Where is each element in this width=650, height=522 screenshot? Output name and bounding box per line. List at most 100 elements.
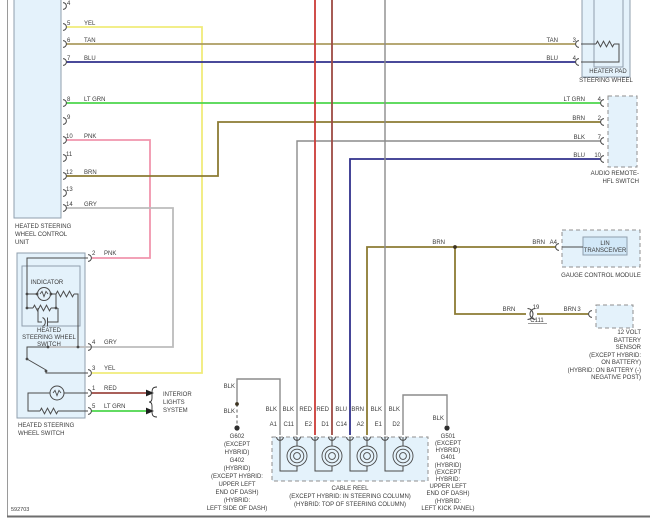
circuit-dot-1 xyxy=(25,292,29,296)
label-bs-name-4: (EXCEPT HYBRID: xyxy=(589,353,641,359)
label-sw-pin-1: 1 xyxy=(92,386,96,392)
label-au-pin-7: 7 xyxy=(598,135,602,141)
slip-ring-coil-2-ring-1 xyxy=(328,452,336,460)
slip-ring-coil-3-ring-2 xyxy=(359,448,375,464)
circuit-dot-6 xyxy=(46,345,50,349)
circuit-dot-8 xyxy=(25,357,29,361)
label-cr-pin-d2: D2 xyxy=(392,422,400,428)
battery-sensor-box xyxy=(595,304,634,329)
label-g501-4: G401 xyxy=(441,455,456,461)
circuit-dot-2 xyxy=(35,292,39,296)
wire-brn-audio xyxy=(66,121,601,177)
circuit-dot-5 xyxy=(54,306,58,310)
label-cr-pin-c14: C14 xyxy=(336,422,348,428)
label-g602-1: G602 xyxy=(230,434,245,440)
au-pin-arc-4 xyxy=(600,99,605,107)
label-sw-name-1: HEATED STEERING xyxy=(18,423,75,429)
circuit-dot-4 xyxy=(25,306,29,310)
label-interior-3: SYSTEM xyxy=(163,408,188,414)
label-sw-name-2: WHEEL SWITCH xyxy=(18,431,64,437)
label-sw-pin-2: 2 xyxy=(92,251,96,257)
wire-yel-pin5 xyxy=(66,26,203,374)
gm-pin-arc-a4 xyxy=(555,243,560,251)
cu-pin-arc-6 xyxy=(62,40,67,48)
label-cr-pin-d1: D1 xyxy=(321,422,329,428)
switch-feed xyxy=(26,346,48,359)
label-cu-col-tan: TAN xyxy=(84,38,96,44)
slip-ring-coil-3-ring-1 xyxy=(363,452,371,460)
slip-ring-coil-1-ring-2 xyxy=(289,448,305,464)
label-g501-5: (HYBRID) xyxy=(435,463,462,469)
label-gm-name: GAUGE CONTROL MODULE xyxy=(561,273,641,279)
label-cr-col-d2: BLK xyxy=(389,407,400,413)
label-interior-1: INTERIOR xyxy=(163,392,192,398)
cu-pin-arc-5 xyxy=(62,23,67,31)
label-g602-6: (EXCEPT HYBRID: xyxy=(211,474,263,480)
label-interior-2: LIGHTS xyxy=(163,400,185,406)
heater-loop xyxy=(581,43,620,63)
sw-pin-arc-3 xyxy=(87,369,92,377)
label-cr-col-e2: RED xyxy=(299,407,312,413)
interior-lights-brace xyxy=(148,386,158,418)
label-sw-col-ltgrn: LT GRN xyxy=(104,404,125,410)
wire-pnk xyxy=(66,139,151,259)
label-au-col-ltgrn: LT GRN xyxy=(564,97,585,103)
sw-pin-arc-1 xyxy=(87,389,92,397)
label-sw-inner-2: STEERING WHEEL xyxy=(22,335,76,341)
label-g501-7: HYBRID: xyxy=(436,477,461,483)
cr-pin-arc-c11 xyxy=(293,436,301,441)
label-sw-indicator: INDICATOR xyxy=(31,280,64,286)
label-g602-3: HYBRID) xyxy=(225,450,250,456)
label-au-col-brn: BRN xyxy=(572,116,585,122)
au-pin-arc-2 xyxy=(600,118,605,126)
label-bs-conn-c111: C111 xyxy=(530,318,544,324)
cu-pin-arc-14 xyxy=(62,204,67,212)
label-sw-col-red: RED xyxy=(104,386,117,392)
reel-c14-stub xyxy=(349,437,368,472)
cu-pin-arc-8 xyxy=(62,99,67,107)
label-cr-col-a2: BRN xyxy=(351,407,364,413)
label-g501-10: (HYBRID: xyxy=(435,499,462,505)
au-pin-arc-10 xyxy=(600,155,605,163)
label-cr-name-3: (HYBRID: TOP OF STEERING COLUMN) xyxy=(294,502,406,508)
heater-pad-box xyxy=(593,0,624,68)
label-cu-name-3: UNIT xyxy=(15,240,29,246)
label-cr-pin-a1: A1 xyxy=(270,422,278,428)
cr-pin-arc-d1 xyxy=(328,436,336,441)
lin-transceiver-box xyxy=(582,236,628,256)
connector-c111-break-left xyxy=(527,308,534,320)
reel-a1-stub xyxy=(279,437,298,472)
label-au-pin-10: 10 xyxy=(594,153,601,159)
label-au-name-1: AUDIO REMOTE- xyxy=(591,171,639,177)
illumination-resistor xyxy=(39,407,59,415)
wire-blk-a1 xyxy=(236,378,281,435)
label-g602-9: (HYBRID: xyxy=(224,498,251,504)
label-g602-10: LEFT SIDE OF DASH) xyxy=(207,506,268,512)
junction-dot-1 xyxy=(453,245,457,249)
cu-pin-arc-7 xyxy=(62,58,67,66)
reel-e1-stub xyxy=(384,437,404,472)
label-bs-name-1: 12 VOLT xyxy=(617,330,641,336)
label-au-pin-4: 4 xyxy=(598,97,602,103)
wire-brn-a2 xyxy=(366,246,556,435)
label-sw-inner-1: HEATED xyxy=(37,328,62,334)
illumination-bulb xyxy=(49,385,65,401)
switch-box xyxy=(16,252,86,419)
label-cr-name-1: CABLE REEL xyxy=(331,486,369,492)
label-sw-pin-5: 5 xyxy=(92,404,96,410)
wire-blu-c14 xyxy=(349,158,601,435)
label-hp-pin-3: 3 xyxy=(573,38,577,44)
label-cu-name-1: HEATED STEERING xyxy=(15,224,72,230)
label-g602-2: (EXCEPT xyxy=(224,442,250,448)
label-g602-blk-2: BLK xyxy=(224,409,235,415)
label-cu-pin-13: 13 xyxy=(66,187,73,193)
hp-pin-arc-3 xyxy=(575,40,580,48)
circuit-dot-3 xyxy=(49,292,53,296)
label-g602-5: (HYBRID) xyxy=(224,466,251,472)
label-g501-8: UPPER LEFT xyxy=(429,484,466,490)
slip-ring-coil-1-ring-3 xyxy=(286,445,308,467)
label-sw-wheel-name: STEERING WHEEL xyxy=(579,78,633,84)
slip-ring-coil-4-ring-2 xyxy=(395,448,411,464)
label-hp-col-blu: BLU xyxy=(546,56,558,62)
